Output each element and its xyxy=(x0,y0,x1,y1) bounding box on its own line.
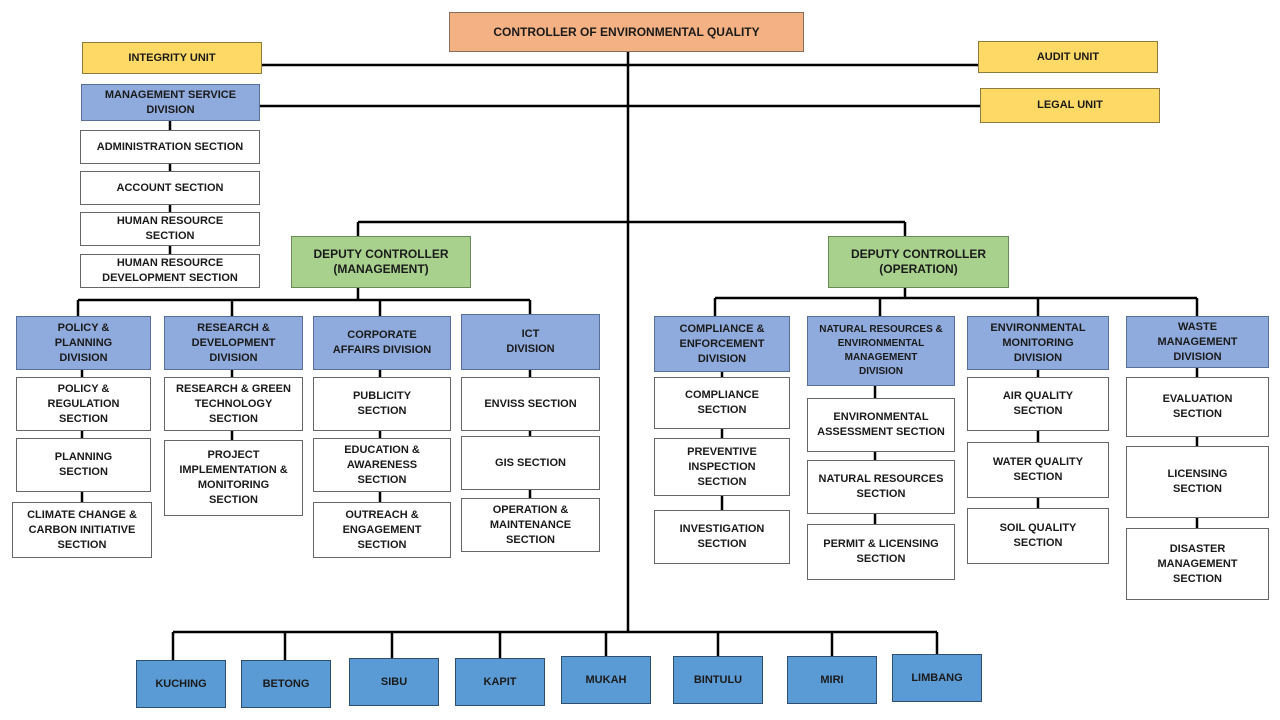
permit-licensing-section-box: PERMIT & LICENSING SECTION xyxy=(807,524,955,580)
natural-resources-section-box: NATURAL RESOURCES SECTION xyxy=(807,460,955,514)
policy-planning-division-box: POLICY & PLANNING DIVISION xyxy=(16,316,151,370)
human-resource-development-section-box: HUMAN RESOURCE DEVELOPMENT SECTION xyxy=(80,254,260,288)
natural-resources-environmental-management-division-box: NATURAL RESOURCES & ENVIRONMENTAL MANAGE… xyxy=(807,316,955,386)
region-kuching-box: KUCHING xyxy=(136,660,226,708)
ict-division-box: ICT DIVISION xyxy=(461,314,600,370)
human-resource-section-box: HUMAN RESOURCE SECTION xyxy=(80,212,260,246)
planning-section-box: PLANNING SECTION xyxy=(16,438,151,492)
research-development-division-box: RESEARCH & DEVELOPMENT DIVISION xyxy=(164,316,303,370)
region-miri-box: MIRI xyxy=(787,656,877,704)
research-green-technology-section-box: RESEARCH & GREEN TECHNOLOGY SECTION xyxy=(164,377,303,431)
integrity-unit-box: INTEGRITY UNIT xyxy=(82,42,262,74)
waste-management-division-box: WASTE MANAGEMENT DIVISION xyxy=(1126,316,1269,368)
compliance-section-box: COMPLIANCE SECTION xyxy=(654,377,790,429)
education-awareness-section-box: EDUCATION & AWARENESS SECTION xyxy=(313,438,451,492)
compliance-enforcement-division-box: COMPLIANCE & ENFORCEMENT DIVISION xyxy=(654,316,790,372)
water-quality-section-box: WATER QUALITY SECTION xyxy=(967,442,1109,498)
outreach-engagement-section-box: OUTREACH & ENGAGEMENT SECTION xyxy=(313,502,451,558)
air-quality-section-box: AIR QUALITY SECTION xyxy=(967,377,1109,431)
policy-regulation-section-box: POLICY & REGULATION SECTION xyxy=(16,377,151,431)
region-betong-box: BETONG xyxy=(241,660,331,708)
region-kapit-box: KAPIT xyxy=(455,658,545,706)
deputy-controller-operation-box: DEPUTY CONTROLLER (OPERATION) xyxy=(828,236,1009,288)
environmental-assessment-section-box: ENVIRONMENTAL ASSESSMENT SECTION xyxy=(807,398,955,452)
deputy-controller-management-box: DEPUTY CONTROLLER (MANAGEMENT) xyxy=(291,236,471,288)
environmental-monitoring-division-box: ENVIRONMENTAL MONITORING DIVISION xyxy=(967,316,1109,370)
investigation-section-box: INVESTIGATION SECTION xyxy=(654,510,790,564)
management-service-division-box: MANAGEMENT SERVICE DIVISION xyxy=(81,84,260,121)
preventive-inspection-section-box: PREVENTIVE INSPECTION SECTION xyxy=(654,438,790,496)
operation-maintenance-section-box: OPERATION & MAINTENANCE SECTION xyxy=(461,498,600,552)
enviss-section-box: ENVISS SECTION xyxy=(461,377,600,431)
disaster-management-section-box: DISASTER MANAGEMENT SECTION xyxy=(1126,528,1269,600)
account-section-box: ACCOUNT SECTION xyxy=(80,171,260,205)
soil-quality-section-box: SOIL QUALITY SECTION xyxy=(967,508,1109,564)
publicity-section-box: PUBLICITY SECTION xyxy=(313,377,451,431)
region-bintulu-box: BINTULU xyxy=(673,656,763,704)
evaluation-section-box: EVALUATION SECTION xyxy=(1126,377,1269,437)
region-mukah-box: MUKAH xyxy=(561,656,651,704)
gis-section-box: GIS SECTION xyxy=(461,436,600,490)
corporate-affairs-division-box: CORPORATE AFFAIRS DIVISION xyxy=(313,316,451,370)
region-limbang-box: LIMBANG xyxy=(892,654,982,702)
climate-change-section-box: CLIMATE CHANGE & CARBON INITIATIVE SECTI… xyxy=(12,502,152,558)
licensing-section-box: LICENSING SECTION xyxy=(1126,446,1269,518)
legal-unit-box: LEGAL UNIT xyxy=(980,88,1160,123)
controller-box: CONTROLLER OF ENVIRONMENTAL QUALITY xyxy=(449,12,804,52)
audit-unit-box: AUDIT UNIT xyxy=(978,41,1158,73)
project-implementation-section-box: PROJECT IMPLEMENTATION & MONITORING SECT… xyxy=(164,440,303,516)
administration-section-box: ADMINISTRATION SECTION xyxy=(80,130,260,164)
region-sibu-box: SIBU xyxy=(349,658,439,706)
